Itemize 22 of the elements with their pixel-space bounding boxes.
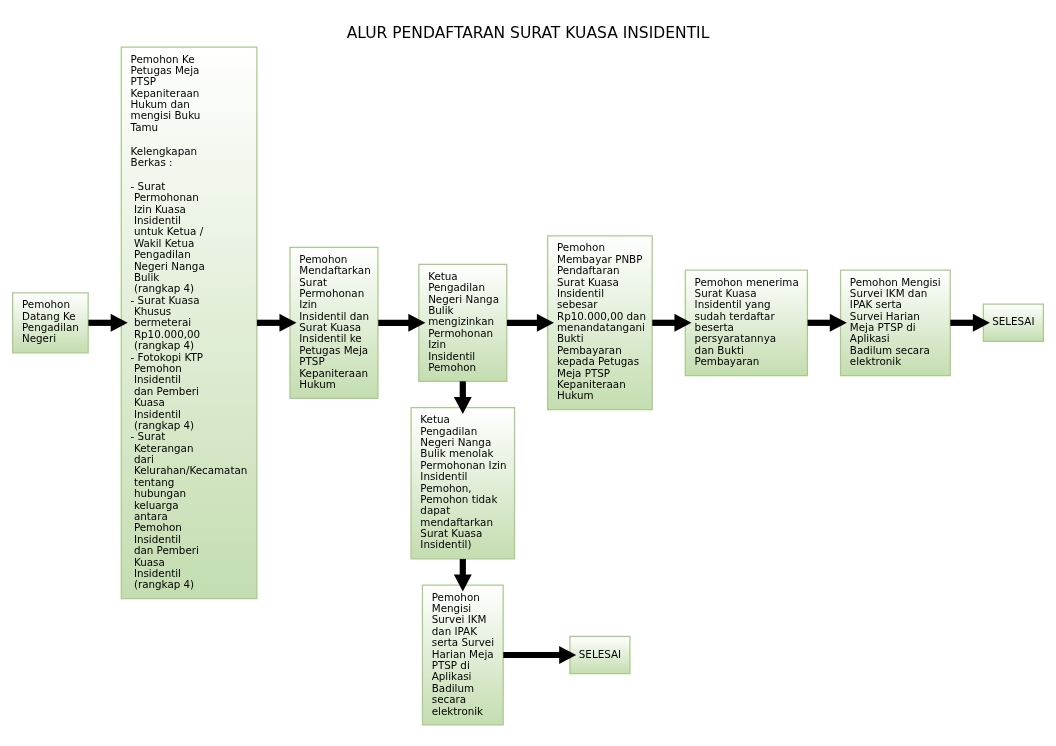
- node-box: Ketua Pengadilan Negeri Nanga Bulik mengizinkan Permohonan Izin Insidentil Pemohon: [418, 263, 508, 382]
- arrow: [652, 313, 692, 332]
- arrow: [256, 313, 297, 332]
- arrow: [503, 646, 577, 664]
- node-box: Pemohon Mendaftarkan Surat Permohonan Izin Insidentil dan Surat Kuasa Insidentil ke Petugas Meja PTSP Kepaniteraan Hukum: [289, 246, 379, 399]
- node-box: Ketua Pengadilan Negeri Nanga Bulik menolak Permohonan Izin Insidentil Pemohon, Pemohon tidak dapat mendaftarkan Surat Kuasa Insidentil): [410, 407, 516, 560]
- arrow: [453, 559, 472, 592]
- diagram-title: ALUR PENDAFTARAN SURAT KUASA INSIDENTIL: [346, 23, 710, 42]
- arrow: [378, 313, 426, 332]
- node-box: Pemohon Membayar PNBP Pendaftaran Surat Kuasa Insidentil sebesar Rp10.000,00 dan menandatangani Bukti Pembayaran kepada Petugas Meja PTSP Kepaniteraan Hukum: [547, 235, 653, 411]
- arrow: [950, 313, 990, 332]
- node-box: Pemohon menerima Surat Kuasa Insidentil yang sudah terdaftar beserta persyaratannya dan Bukti Pembayaran: [684, 269, 809, 377]
- arrow: [453, 381, 472, 415]
- arrow: [88, 313, 128, 332]
- arrow: [506, 313, 554, 332]
- node-box: Pemohon Mengisi Survei IKM dan IPAK serta Survei Harian Meja PTSP di Aplikasi Badilum secara elektronik: [839, 269, 951, 377]
- node-box: Pemohon Datang Ke Pengadilan Negeri: [12, 292, 89, 354]
- node-box: Pemohon Mengisi Survei IKM dan IPAK serta Survei Harian Meja PTSP di Aplikasi Badilum secara elektronik: [421, 584, 504, 726]
- node-box: SELESAI: [569, 635, 631, 675]
- node-box: Pemohon Ke Petugas Meja PTSP Kepaniteraan Hukum dan mengisi Buku Tamu Kelengkapan Berkas : - Surat Permohonan Izin Kuasa Insidentil untuk Ketua / Wakil Ketua Pengadilan Negeri Nanga Bulik (rangkap 4) - Surat Kuasa Khusus bermeterai Rp10.000,00 (rangkap 4) - Fotokopi KTP Pemohon Insidentil dan Pemberi Kuasa Insidentil (rangkap 4) - Surat Keterangan dari Kelurahan/Kecamatan tentang hubungan keluarga antara Pemohon Insidentil dan Pemberi Kuasa Insidentil (rangkap 4): [120, 46, 258, 600]
- node-box: SELESAI: [982, 303, 1044, 343]
- arrow: [807, 313, 847, 332]
